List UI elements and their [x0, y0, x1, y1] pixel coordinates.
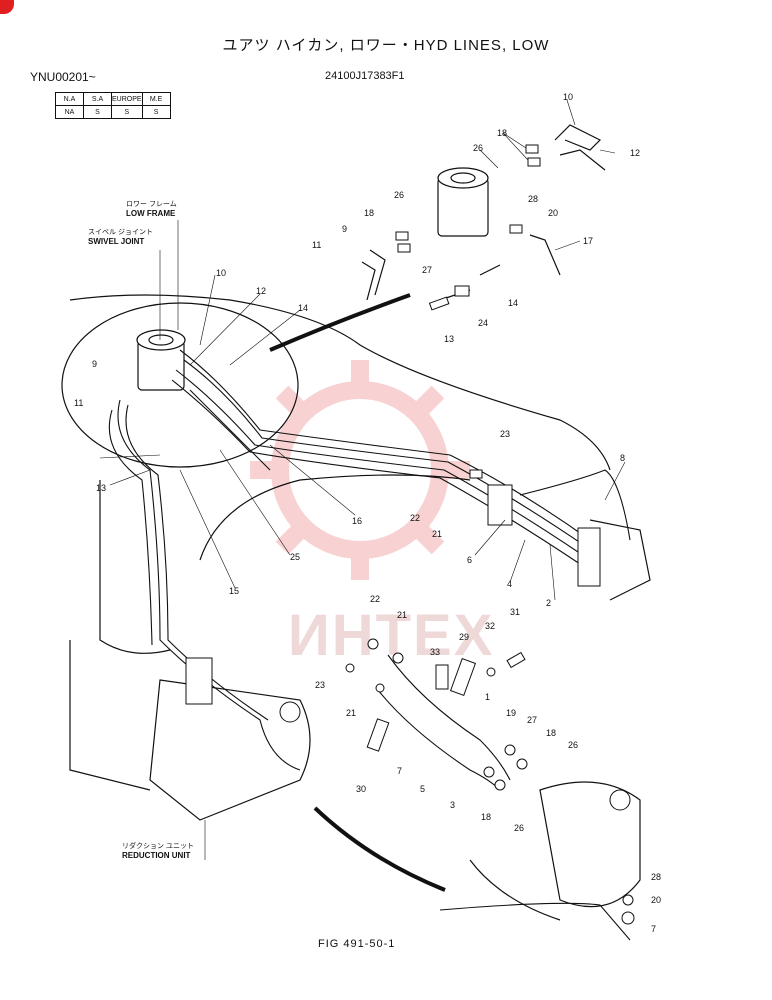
- track-arcs: [269, 293, 446, 892]
- callout-label: 10: [216, 268, 226, 278]
- callout-label: 23: [500, 429, 510, 439]
- callout-label: 20: [651, 895, 661, 905]
- callout-label: 15: [229, 586, 239, 596]
- callout-label: 26: [514, 823, 524, 833]
- callout-label: 8: [620, 453, 625, 463]
- lower-frame-outline: [61, 294, 651, 921]
- callout-label: 22: [370, 594, 380, 604]
- swivel-joint: [136, 329, 186, 391]
- corner-marker: [0, 0, 14, 14]
- callout-label: 24: [478, 318, 488, 328]
- callout-label: 27: [527, 715, 537, 725]
- applicability-table: N.A S.A EUROPE M.E NA S S S: [55, 92, 171, 119]
- callout-label: 18: [546, 728, 556, 738]
- callout-label: 25: [290, 552, 300, 562]
- callout-label: 21: [397, 610, 407, 620]
- callout-label: 18: [364, 208, 374, 218]
- table-cell-me: S: [141, 105, 171, 119]
- page-title: ユアツ ハイカン, ロワー・HYD LINES, LOW: [222, 37, 550, 54]
- callout-label: 22: [410, 513, 420, 523]
- reduction-unit-label: リダクション ユニット REDUCTION UNIT: [122, 842, 194, 860]
- callout-label: 28: [651, 872, 661, 882]
- figure-number: FIG 491-50-1: [318, 938, 396, 950]
- callout-label: 32: [485, 621, 495, 631]
- detail-tubes: [361, 124, 606, 301]
- callout-label: 17: [583, 236, 593, 246]
- swivel-joint-label-jp: スイベル ジョイント: [88, 229, 153, 236]
- callout-label: 9: [342, 224, 347, 234]
- callout-label: 26: [568, 740, 578, 750]
- callout-label: 11: [74, 398, 83, 408]
- callout-label: 28: [528, 194, 538, 204]
- reduction-unit-label-jp: リダクション ユニット: [122, 843, 194, 850]
- callout-label: 18: [497, 128, 507, 138]
- low-frame-label: ロワー フレーム LOW FRAME: [126, 200, 177, 218]
- callout-label: 12: [630, 148, 640, 158]
- callout-label: 2: [546, 598, 551, 608]
- callout-label: 7: [397, 766, 402, 776]
- leader-lines: [99, 99, 626, 860]
- callout-label: 23: [315, 680, 325, 690]
- swivel-joint-label-en: SWIVEL JOINT: [88, 237, 145, 246]
- callout-label: 14: [298, 303, 308, 313]
- table-cell-na: NA: [55, 105, 84, 119]
- low-frame-label-en: LOW FRAME: [126, 209, 176, 218]
- callout-label: 7: [651, 924, 656, 934]
- reduction-unit-label-en: REDUCTION UNIT: [122, 851, 191, 860]
- callout-label: 18: [481, 812, 491, 822]
- serial-range: YNU00201~: [30, 70, 96, 84]
- watermark-gear-icon: [250, 360, 470, 580]
- callout-label: 1: [485, 692, 490, 702]
- callout-label: 13: [444, 334, 454, 344]
- callout-label: 26: [473, 143, 483, 153]
- callout-label: 30: [356, 784, 366, 794]
- callout-label: 13: [96, 483, 106, 493]
- callout-label: 6: [467, 555, 472, 565]
- callout-label: 12: [256, 286, 266, 296]
- callout-label: 3: [450, 800, 455, 810]
- callout-label: 9: [92, 359, 97, 369]
- hydraulic-hoses: [108, 349, 631, 941]
- fittings: [185, 144, 635, 925]
- swivel-joint-detail: [437, 167, 489, 237]
- part-number: 24100J17383F1: [325, 70, 405, 82]
- callout-label: 27: [422, 265, 432, 275]
- table-cell-sa: S: [83, 105, 112, 119]
- callout-label: 21: [346, 708, 356, 718]
- callout-label: 4: [507, 579, 512, 589]
- callout-label: 11: [312, 240, 321, 250]
- callout-label: 21: [432, 529, 442, 539]
- callout-label: 20: [548, 208, 558, 218]
- callout-label: 16: [352, 516, 362, 526]
- callout-numbers: 10 12 18 26 26 18 28 20 9 17 11 27 14 24…: [74, 92, 661, 934]
- callout-label: 29: [459, 632, 469, 642]
- callout-label: 31: [510, 607, 520, 617]
- callout-label: 14: [508, 298, 518, 308]
- callout-label: 19: [506, 708, 516, 718]
- callout-label: 33: [430, 647, 440, 657]
- swivel-joint-label: スイベル ジョイント SWIVEL JOINT: [88, 228, 153, 246]
- callout-label: 10: [563, 92, 573, 102]
- low-frame-label-jp: ロワー フレーム: [126, 201, 177, 208]
- callout-label: 5: [420, 784, 425, 794]
- callout-label: 26: [394, 190, 404, 200]
